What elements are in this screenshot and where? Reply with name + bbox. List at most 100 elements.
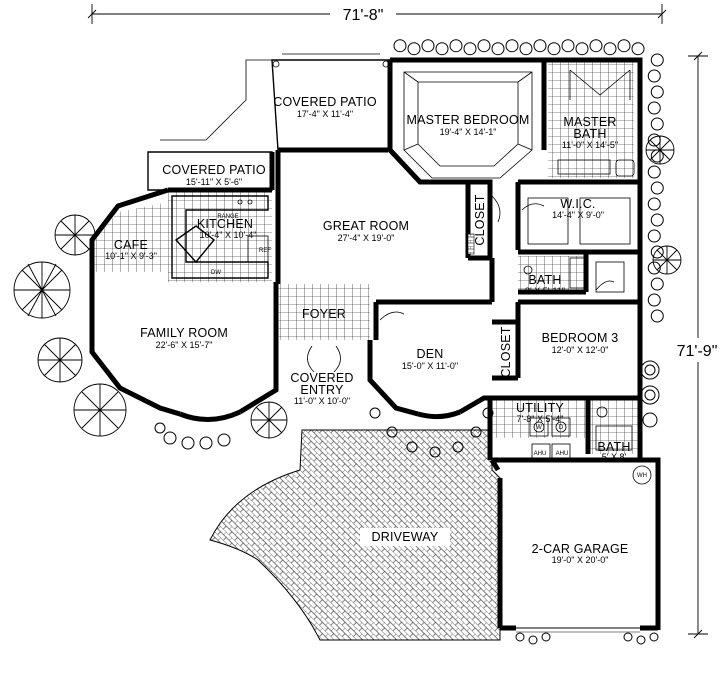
hedge-shrub [603, 42, 617, 56]
hedge-shrub [561, 39, 575, 53]
hedge-shrub [647, 293, 661, 307]
tree-icon [645, 135, 675, 165]
hedge-shrub [647, 261, 661, 275]
room-name: GREAT ROOM [323, 219, 409, 233]
hedge-shrub [505, 39, 519, 53]
tile-areas [92, 60, 638, 454]
hedge-shrub [491, 42, 505, 56]
room-dims: 10'-4" X 10'-4" [200, 230, 257, 240]
room-dims: 12'-0" X 12'-0" [552, 345, 609, 355]
hedge-shrub [650, 53, 664, 67]
fixture-labels: RANGE DW REF AHU AHU WH W D [211, 214, 647, 479]
room-dims: 19'-0" X 20'-0" [552, 555, 609, 565]
hedge [393, 39, 664, 323]
hedge-shrub [477, 39, 491, 53]
tree-icon [37, 337, 83, 383]
tree-icon [652, 245, 682, 275]
hedge-shrub [575, 42, 589, 56]
hedge-shrub [407, 42, 421, 56]
tree-icon [250, 401, 288, 439]
hedge-shrub [393, 39, 407, 53]
room-dims: 17'-4" X 11'-4" [297, 109, 353, 119]
hedge-shrub [647, 69, 661, 83]
hedge-shrub [547, 42, 561, 56]
ahu-label: AHU [534, 451, 547, 457]
room-dims: 8' X 5'-11" [525, 286, 565, 296]
room-name: MASTER [563, 115, 616, 129]
shrub-row [154, 422, 231, 450]
dishwasher-label: DW [211, 270, 221, 276]
room-name: KITCHEN [197, 217, 253, 231]
room-name: COVERED PATIO [273, 95, 377, 109]
hedge-shrub [650, 85, 664, 99]
room-name: UTILITY [516, 401, 564, 415]
room-dims: 11'-0" X 14'-5" [562, 140, 618, 150]
room-dims: 14'-4" X 9'-0" [552, 210, 604, 220]
room-name: COVERED [290, 371, 353, 385]
overall-dimensions: 71'-8" 71'-9" [87, 4, 725, 639]
hedge-shrub [647, 197, 661, 211]
room-name: BEDROOM 3 [542, 331, 619, 345]
room-dims: 22'-6" X 15'-7" [156, 340, 213, 350]
closet-label: CLOSET [473, 194, 487, 245]
room-dims: 5' X 8' [602, 452, 627, 462]
room-name: BATH [528, 273, 561, 287]
room-dims: 11'-0" X 10'-0" [294, 396, 350, 406]
hedge-shrub [519, 42, 533, 56]
hedge-shrub [647, 101, 661, 115]
hedge-shrub [631, 42, 645, 56]
shrub-row [515, 632, 659, 645]
hedge-shrub [647, 229, 661, 243]
shrub-group [640, 360, 660, 428]
interior-details [171, 69, 652, 485]
hedge-shrub [650, 309, 664, 323]
room-name: ENTRY [300, 383, 344, 397]
room-name: DEN [417, 347, 444, 361]
hedge-shrub [650, 245, 664, 259]
room-name: BATH [597, 440, 630, 454]
room-name: DRIVEWAY [372, 530, 439, 544]
hedge-shrub [533, 39, 547, 53]
water-heater-label: WH [637, 473, 647, 479]
room-name: BATH [573, 127, 606, 141]
range-label: RANGE [217, 214, 238, 220]
overall-depth-label: 71'-9" [677, 343, 718, 360]
room-dims: 27'-4" X 19'-0" [338, 233, 395, 243]
room-name: FAMILY ROOM [140, 326, 228, 340]
ahu-label: AHU [556, 451, 569, 457]
room-dims: 7'-8" X 5'-4" [517, 414, 564, 424]
room-name: CAFE [114, 238, 148, 252]
hedge-shrub [650, 181, 664, 195]
room-name: W.I.C. [560, 197, 595, 211]
refrigerator-label: REF [259, 248, 271, 254]
hedge-shrub [421, 39, 435, 53]
closet-label: CLOSET [499, 326, 513, 377]
hedge-shrub [463, 42, 477, 56]
room-dims: 19'-4" X 14'-1" [440, 127, 497, 137]
hedge-shrub [435, 42, 449, 56]
washer-label: W [536, 425, 542, 431]
garage-door [516, 627, 640, 633]
tree-icon [73, 383, 127, 437]
hedge-shrub [647, 165, 661, 179]
room-name: COVERED PATIO [162, 163, 266, 177]
tree-icon [13, 261, 71, 319]
dryer-label: D [559, 425, 564, 431]
hedge-shrub [650, 213, 664, 227]
hedge-shrub [650, 117, 664, 131]
tree-icon [54, 214, 96, 256]
room-labels: COVERED PATIO 17'-4" X 11'-4" MASTER BED… [105, 95, 630, 565]
room-dims: 15'-0" X 11'-0" [402, 361, 458, 371]
overall-width-label: 71'-8" [343, 7, 384, 24]
walls [89, 57, 661, 631]
room-name: MASTER BEDROOM [407, 113, 530, 127]
room-dims: 10'-1" X 9'-3" [105, 251, 157, 261]
hedge-shrub [449, 39, 463, 53]
room-dims: 15'-11" X 5'-6" [186, 177, 242, 187]
hedge-shrub [589, 39, 603, 53]
room-name: FOYER [302, 307, 346, 321]
hedge-shrub [617, 39, 631, 53]
room-name: 2-CAR GARAGE [532, 542, 629, 556]
hedge-shrub [650, 277, 664, 291]
